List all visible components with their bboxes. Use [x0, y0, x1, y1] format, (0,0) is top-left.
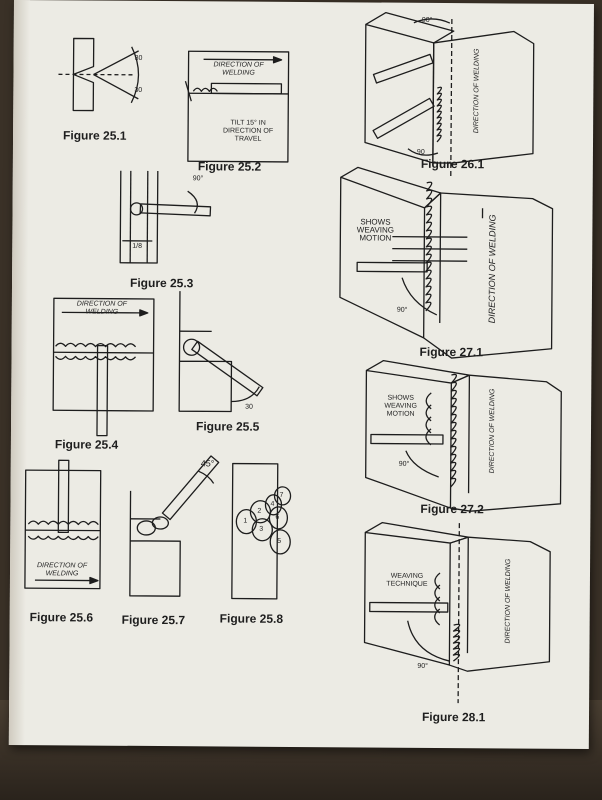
- figure-25-3-drawing: [119, 170, 212, 264]
- pass-number: 3: [259, 525, 264, 533]
- figure-25-2-drawing: [184, 50, 290, 163]
- caption-figure-25-5: Figure 25.5: [195, 419, 260, 434]
- direction-label-25-6: DIRECTION OF WELDING: [36, 562, 88, 578]
- pass-number: 4: [270, 500, 275, 508]
- pass-number: 6: [275, 513, 280, 521]
- caption-figure-25-2: Figure 25.2: [197, 159, 262, 174]
- figure-27-1-drawing: [339, 166, 554, 359]
- angle-label-26-1-bottom: 90: [416, 148, 425, 156]
- pass-number: 5: [277, 537, 282, 545]
- figure-25-4-drawing: [52, 297, 155, 437]
- direction-label-26-1: DIRECTION OF WELDING: [473, 48, 481, 134]
- figure-25-8-drawing: [231, 462, 292, 600]
- angle-label-27-2: 90°: [398, 460, 410, 468]
- tilt-label: TILT 15° IN DIRECTION OF TRAVEL: [222, 119, 274, 143]
- angle-label-26-1-top: 90°: [421, 16, 433, 24]
- caption-figure-27-2: Figure 27.2: [420, 501, 484, 517]
- weaving-note-27-2: SHOWS WEAVING MOTION: [384, 394, 417, 418]
- caption-figure-28-1: Figure 28.1: [421, 709, 486, 725]
- angle-label-25-3: 90°: [192, 175, 204, 183]
- figure-25-7-drawing: [129, 455, 220, 597]
- welding-illustrations: [24, 11, 562, 704]
- direction-label-25-2: DIRECTION OF WELDING: [213, 61, 264, 77]
- angle-label-25-5: 30: [245, 403, 253, 411]
- pass-number: 7: [279, 491, 284, 499]
- caption-figure-25-7: Figure 25.7: [121, 612, 186, 628]
- figure-28-1-drawing: [363, 521, 551, 704]
- caption-figure-26-1: Figure 26.1: [420, 156, 485, 172]
- caption-figure-27-1: Figure 27.1: [419, 344, 483, 360]
- weaving-note-28-1: WEAVING TECHNIQUE: [386, 572, 428, 588]
- pass-number: 2: [257, 507, 262, 515]
- weaving-note-27-1: SHOWS WEAVING MOTION: [356, 217, 395, 243]
- figure-25-5-drawing: [178, 291, 264, 413]
- figure-27-2-drawing: [365, 359, 562, 512]
- direction-label-25-4: DIRECTION OF WELDING: [76, 300, 127, 316]
- caption-figure-25-8: Figure 25.8: [219, 611, 284, 626]
- caption-figure-25-6: Figure 25.6: [29, 610, 94, 625]
- caption-figure-25-1: Figure 25.1: [63, 128, 127, 143]
- direction-label-28-1: DIRECTION OF WELDING: [504, 558, 513, 644]
- angle-label-25-7: 45°: [200, 458, 215, 469]
- angle-label-27-1: 90°: [396, 306, 408, 314]
- gap-label: 1/8: [132, 242, 143, 250]
- figure-25-1-drawing: [58, 37, 140, 112]
- pass-number: 1: [243, 517, 248, 525]
- figure-26-1-drawing: [364, 11, 535, 179]
- caption-figure-25-4: Figure 25.4: [54, 437, 119, 452]
- angle-label-top: 30: [134, 54, 143, 62]
- angle-label-28-1: 90°: [417, 662, 428, 670]
- angle-label-bottom: 30: [134, 86, 143, 94]
- figure-25-6-drawing: [24, 459, 102, 590]
- direction-label-27-2: DIRECTION OF WELDING: [488, 388, 497, 474]
- book-page: Figure 25.1 Figure 25.2 Figure 25.3 Figu…: [8, 0, 594, 750]
- direction-label-27-1: DIRECTION OF WELDING: [486, 214, 498, 324]
- caption-figure-25-3: Figure 25.3: [129, 275, 194, 291]
